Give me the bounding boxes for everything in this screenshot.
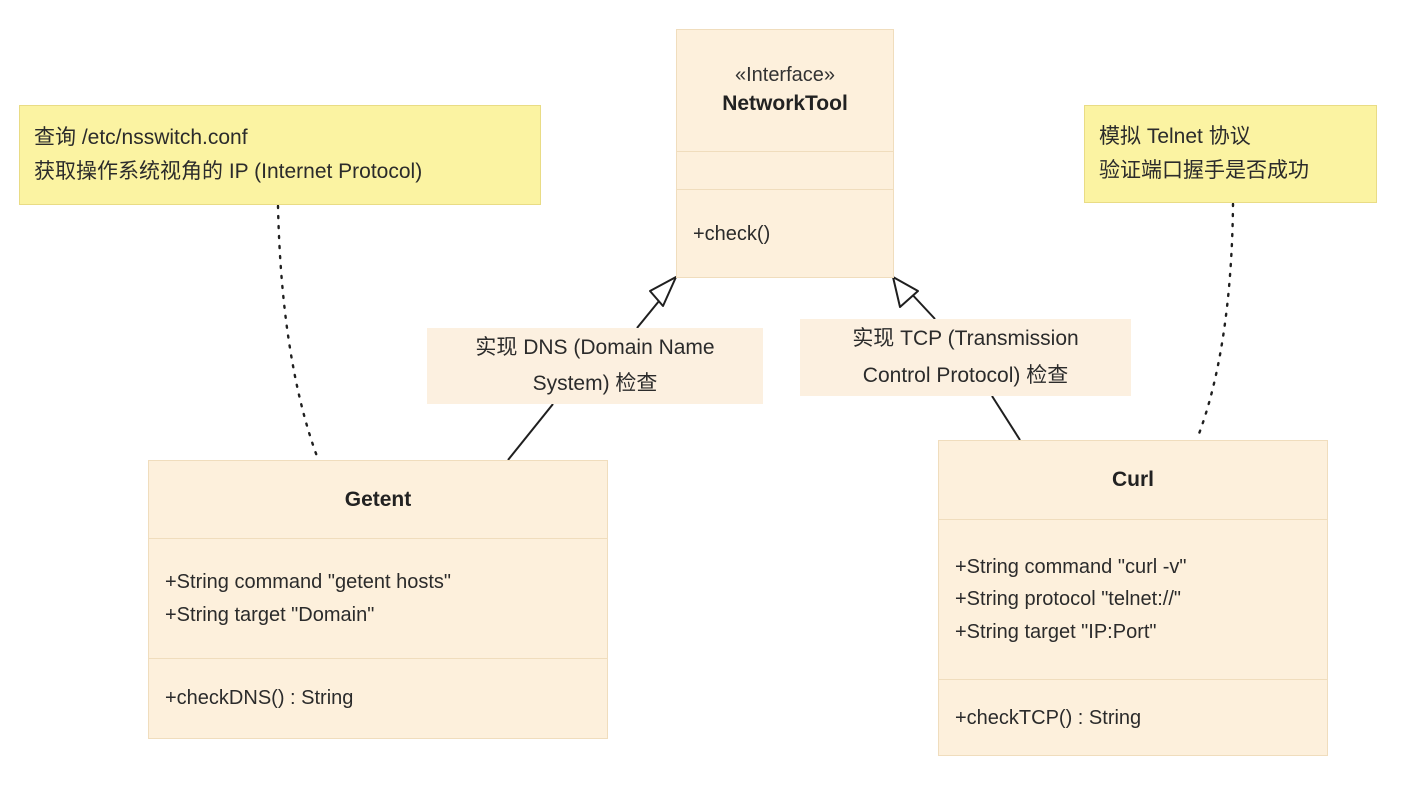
class-attributes-getent: +String command "getent hosts" +String t… [149, 538, 607, 658]
class-methods-curl: +checkTCP() : String [939, 679, 1327, 757]
class-attributes-curl: +String command "curl -v" +String protoc… [939, 519, 1327, 679]
class-stereotype-network-tool: «Interface» [734, 64, 836, 87]
generalization-line-curl-upper [907, 289, 936, 320]
note-link-right [1195, 202, 1235, 441]
note-link-left [276, 204, 320, 461]
edge-label-dns-line-1: 实现 DNS (Domain Name [475, 335, 715, 359]
edge-label-dns-line-2: System) 检查 [532, 372, 658, 395]
class-name-getent: Getent [344, 487, 412, 511]
class-attribute-curl-command: +String command "curl -v" [955, 555, 1187, 578]
class-header-curl: Curl [939, 441, 1327, 519]
generalization-arrowhead-getent [649, 276, 677, 307]
class-attribute-curl-protocol: +String protocol "telnet://" [955, 588, 1181, 611]
class-methods-network-tool: +check() [677, 189, 893, 278]
edge-label-dns: 实现 DNS (Domain Name System) 检查 [427, 328, 763, 404]
edge-label-tcp-line-2: Control Protocol) 检查 [862, 363, 1069, 387]
edge-label-tcp-line-1: 实现 TCP (Transmission [852, 327, 1079, 351]
class-method-network-tool-check: +check() [693, 222, 771, 245]
class-attributes-network-tool [677, 151, 893, 189]
note-right[interactable]: 模拟 Telnet 协议 验证端口握手是否成功 [1084, 105, 1377, 203]
class-method-curl-checktcp: +checkTCP() : String [955, 707, 1142, 730]
class-box-network-tool[interactable]: «Interface» NetworkTool +check() [676, 29, 894, 278]
generalization-arrowhead-curl [892, 276, 919, 308]
generalization-line-curl [991, 395, 1021, 441]
class-attribute-curl-target: +String target "IP:Port" [955, 620, 1157, 643]
class-name-curl: Curl [1112, 468, 1154, 492]
note-right-line-2: 验证端口握手是否成功 [1099, 159, 1309, 182]
note-left[interactable]: 查询 /etc/nsswitch.conf 获取操作系统视角的 IP (Inte… [19, 105, 541, 205]
class-header-network-tool: «Interface» NetworkTool [677, 30, 893, 151]
class-header-getent: Getent [149, 461, 607, 538]
class-box-curl[interactable]: Curl +String command "curl -v" +String p… [938, 440, 1328, 756]
class-box-getent[interactable]: Getent +String command "getent hosts" +S… [148, 460, 608, 739]
note-left-line-2: 获取操作系统视角的 IP (Internet Protocol) [34, 160, 423, 183]
note-left-line-1: 查询 /etc/nsswitch.conf [34, 125, 248, 149]
class-attribute-getent-command: +String command "getent hosts" [165, 571, 452, 594]
class-methods-getent: +checkDNS() : String [149, 658, 607, 738]
class-name-network-tool: NetworkTool [722, 92, 848, 116]
generalization-line-getent-upper [636, 289, 669, 329]
class-attribute-getent-target: +String target "Domain" [165, 603, 375, 626]
generalization-line-getent [507, 403, 554, 461]
note-right-line-1: 模拟 Telnet 协议 [1099, 124, 1251, 148]
edge-label-tcp: 实现 TCP (Transmission Control Protocol) 检… [800, 319, 1131, 396]
class-method-getent-checkdns: +checkDNS() : String [165, 687, 354, 710]
